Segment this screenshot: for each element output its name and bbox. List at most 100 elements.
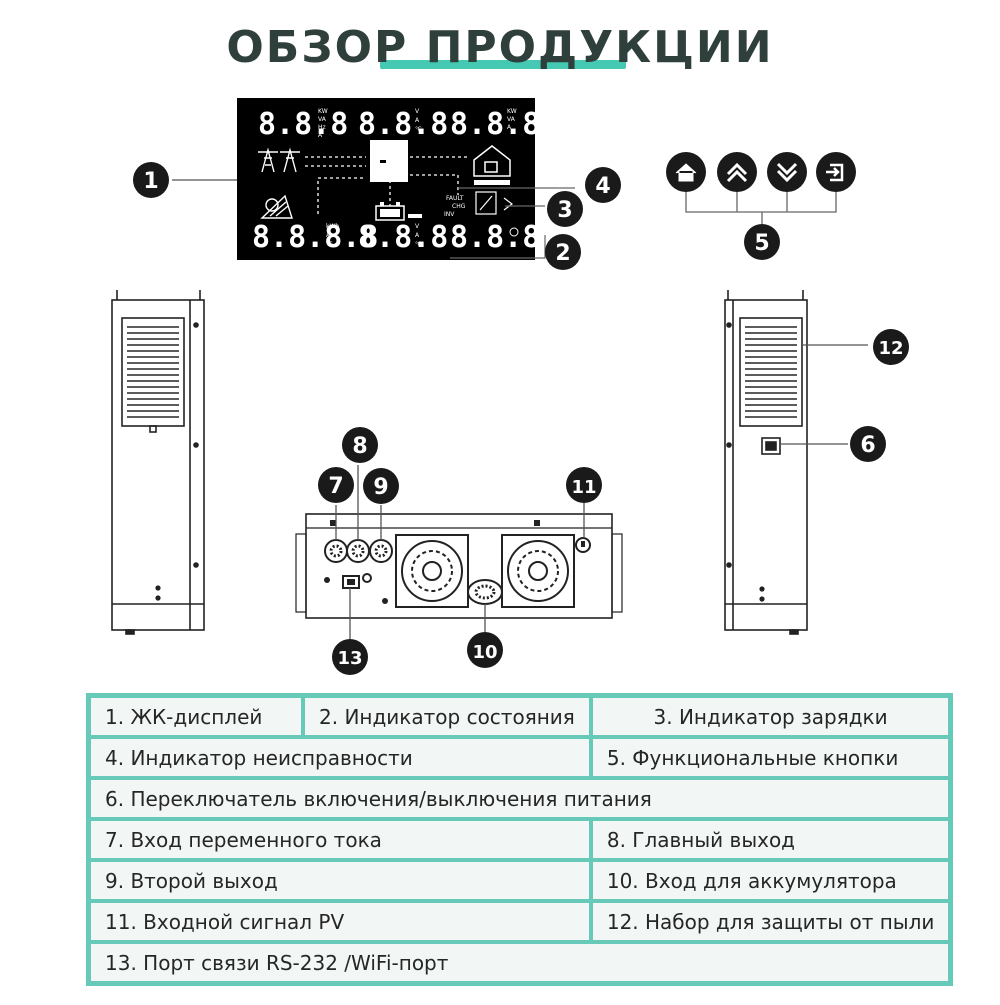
callout-13: 13	[332, 639, 368, 675]
lcd-unit: Hz	[318, 124, 326, 131]
svg-text:3: 3	[557, 198, 572, 223]
product-diagram: 8.8.8 8.8.8 8.8.8 8.8.8.8 8.8.8 8.8.8 KW…	[111, 98, 909, 675]
legend-cell: 6. Переключатель включения/выключения пи…	[89, 778, 951, 819]
svg-text:11: 11	[571, 477, 596, 498]
svg-text:9: 9	[373, 475, 388, 500]
up-icon	[726, 162, 748, 183]
cooling-fan-right	[501, 534, 575, 608]
legend-cell: 7. Вход переменного тока	[89, 819, 591, 860]
callout-1: 1	[133, 162, 169, 198]
down-icon	[776, 162, 798, 183]
legend-cell: 10. Вход для аккумулятора	[590, 860, 951, 901]
legend-cell: 12. Набор для защиты от пыли	[590, 901, 951, 942]
lcd-unit: A	[318, 132, 323, 139]
svg-text:6: 6	[860, 433, 875, 458]
second-output-terminal	[369, 539, 393, 563]
legend-cell: 4. Индикатор неисправности	[89, 737, 591, 778]
lcd-readout-top-right: 8.8.8	[450, 107, 540, 142]
legend-row: 1. ЖК-дисплей 2. Индикатор состояния 3. …	[89, 696, 951, 737]
lcd-readout-top-mid: 8.8.8	[358, 107, 448, 142]
lcd-unit: KW	[318, 108, 328, 115]
lcd-unit: A	[326, 232, 331, 239]
enter-icon	[826, 163, 844, 182]
lcd-unit: ℃	[415, 241, 422, 248]
callout-11: 11	[566, 467, 602, 503]
callout-6: 6	[850, 426, 886, 462]
callout-7: 7	[318, 467, 354, 503]
callout-8: 8	[342, 427, 378, 463]
home-button[interactable]	[666, 152, 706, 192]
legend-row: 7. Вход переменного тока 8. Главный выхо…	[89, 819, 951, 860]
legend-row: 11. Входной сигнал PV 12. Набор для защи…	[89, 901, 951, 942]
lcd-status-tag: FAULT	[446, 195, 464, 202]
title-underline	[380, 60, 626, 69]
lcd-unit: V	[415, 108, 420, 115]
charge-indicator-icon	[475, 191, 513, 215]
legend-cell: 8. Главный выход	[590, 819, 951, 860]
legend-table: 1. ЖК-дисплей 2. Индикатор состояния 3. …	[86, 693, 954, 986]
svg-text:8: 8	[352, 434, 367, 459]
svg-text:7: 7	[328, 474, 343, 499]
callout-4: 4	[585, 167, 621, 203]
cooling-fan-left	[395, 534, 469, 608]
lcd-status-tag: CHG	[452, 203, 466, 210]
legend-row: 13. Порт связи RS-232 /WiFi-порт	[89, 942, 951, 983]
pv-input-terminal	[575, 537, 591, 553]
legend-row: 6. Переключатель включения/выключения пи…	[89, 778, 951, 819]
legend-cell: 13. Порт связи RS-232 /WiFi-порт	[89, 942, 951, 983]
callout-5: 5	[744, 224, 780, 260]
rs232-wifi-port	[342, 575, 360, 589]
legend-cell: 11. Входной сигнал PV	[89, 901, 591, 942]
svg-text:2: 2	[555, 241, 570, 266]
battery-icon	[375, 202, 405, 221]
legend-cell: 2. Индикатор состояния	[303, 696, 591, 737]
house-icon	[473, 145, 511, 177]
home-icon	[675, 163, 697, 182]
legend-cell: 3. Индикатор зарядки	[590, 696, 951, 737]
legend-cell: 1. ЖК-дисплей	[89, 696, 303, 737]
function-buttons	[666, 152, 856, 228]
solar-panel-icon	[260, 194, 293, 219]
lcd-readout-top-left: 8.8.8	[258, 107, 348, 142]
ac-input-terminal	[324, 539, 348, 563]
right-side-view	[724, 290, 868, 635]
main-output-terminal	[346, 539, 370, 563]
lcd-unit: A	[507, 124, 512, 131]
rear-view	[172, 179, 623, 640]
callout-9: 9	[363, 468, 399, 504]
svg-text:4: 4	[595, 174, 610, 199]
svg-text:13: 13	[337, 648, 362, 669]
lcd-readout-bottom-right: 8.8.8	[450, 220, 540, 255]
battery-input-terminal	[467, 579, 503, 605]
legend-cell: 5. Функциональные кнопки	[590, 737, 951, 778]
legend-row: 9. Второй выход 10. Вход для аккумулятор…	[89, 860, 951, 901]
lcd-unit: VA	[507, 116, 516, 123]
lcd-readout-bottom-mid: 8.8.8	[358, 220, 448, 255]
callout-10: 10	[467, 632, 503, 668]
legend-row: 4. Индикатор неисправности 5. Функционал…	[89, 737, 951, 778]
legend-cell: 9. Второй выход	[89, 860, 591, 901]
svg-text:5: 5	[754, 231, 769, 256]
inverter-icon	[370, 140, 408, 182]
lcd-unit: kWh	[326, 223, 339, 230]
left-side-view	[111, 290, 205, 635]
svg-text:10: 10	[472, 642, 497, 663]
callout-badges: 1 2 3 4 5 6 7 8 9 10 11 12 13	[133, 162, 909, 675]
svg-text:1: 1	[143, 169, 158, 194]
callout-12: 12	[873, 329, 909, 365]
svg-text:12: 12	[878, 338, 903, 359]
lcd-unit: A	[415, 117, 420, 124]
lcd-unit: KW	[507, 108, 517, 115]
lcd-unit: VA	[318, 116, 327, 123]
lcd-unit: ℃	[415, 126, 422, 133]
lcd-unit: V	[415, 223, 420, 230]
page-title: ОБЗОР ПРОДУКЦИИ	[226, 22, 774, 73]
lcd-unit: A	[415, 232, 420, 239]
lcd-readout-bottom-left: 8.8.8.8	[252, 220, 378, 255]
callout-3: 3	[547, 191, 583, 227]
callout-2: 2	[545, 234, 581, 270]
lcd-unit: ℃	[326, 241, 333, 248]
lcd-status-tag: INV	[444, 211, 455, 218]
grid-tower-icon	[258, 147, 300, 173]
lcd-display: 8.8.8 8.8.8 8.8.8 8.8.8.8 8.8.8 8.8.8 KW…	[237, 98, 575, 260]
